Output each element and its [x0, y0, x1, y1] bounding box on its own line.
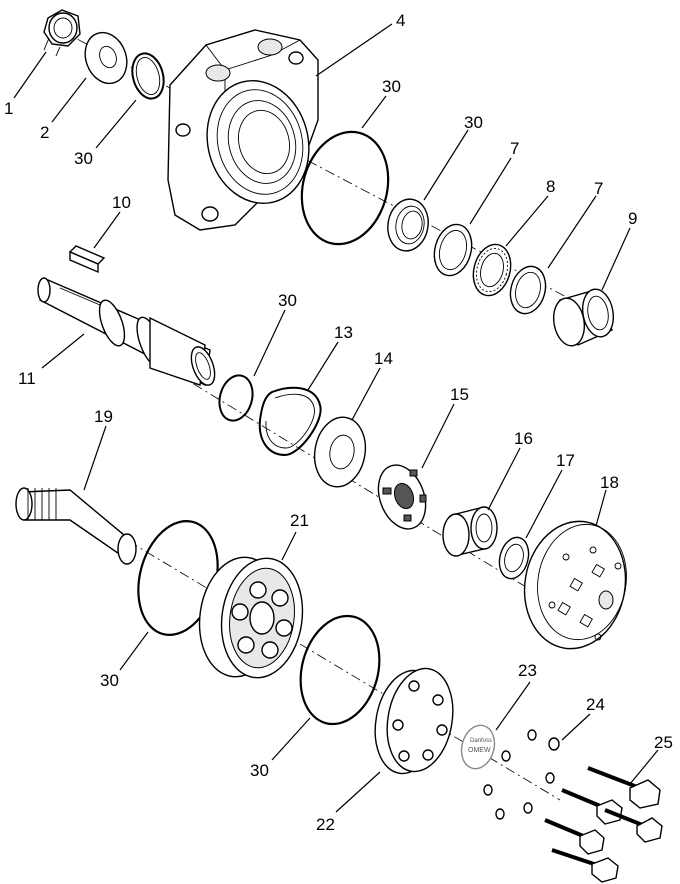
label-23: 23 — [518, 661, 537, 680]
bolt — [604, 808, 663, 843]
label-11: 11 — [18, 369, 36, 388]
part-30-oring-d — [218, 374, 254, 422]
part-7-thrust-washer-a — [433, 223, 473, 277]
part-25-bolts — [544, 766, 663, 883]
label-30: 30 — [74, 149, 93, 168]
part-21-gearwheel-set — [198, 556, 304, 679]
part-15-disc-valve — [377, 464, 427, 530]
part-9-bearing-sleeve — [552, 288, 615, 347]
label-15: 15 — [450, 385, 469, 404]
part-1-nut — [43, 9, 81, 57]
bolt — [561, 788, 623, 825]
label-30: 30 — [100, 671, 119, 690]
part-19-cardan-shaft — [15, 487, 137, 565]
label-13: 13 — [334, 323, 353, 342]
label-30: 30 — [382, 77, 401, 96]
part-23-name-plate: Danfoss OMEW — [460, 724, 496, 770]
label-30: 30 — [250, 761, 269, 780]
leader-lines — [13, 23, 659, 813]
part-13-seal — [258, 386, 322, 457]
part-labels: 1 2 30 4 30 30 7 8 7 9 10 11 30 13 14 15… — [4, 11, 673, 834]
label-17: 17 — [556, 451, 575, 470]
part-8-needle-bearing — [472, 243, 512, 297]
label-7: 7 — [510, 139, 519, 158]
part-10-key — [68, 245, 106, 274]
label-30: 30 — [278, 291, 297, 310]
label-18: 18 — [600, 473, 619, 492]
part-24-washers — [483, 729, 560, 820]
bolt — [587, 766, 661, 809]
part-16-sleeve — [442, 506, 498, 557]
label-19: 19 — [94, 407, 113, 426]
label-21: 21 — [290, 511, 309, 530]
label-24: 24 — [586, 695, 605, 714]
part-30-oring-f — [299, 614, 381, 726]
plate-model-text: OMEW — [468, 747, 491, 754]
plate-brand-text: Danfoss — [470, 738, 492, 744]
label-4: 4 — [396, 11, 405, 30]
part-11-output-shaft — [37, 277, 216, 387]
part-7-thrust-washer-b — [509, 265, 547, 315]
part-22-end-cover — [374, 667, 454, 775]
label-8: 8 — [546, 177, 555, 196]
part-30-seal — [387, 198, 429, 252]
label-2: 2 — [40, 123, 49, 142]
label-22: 22 — [316, 815, 335, 834]
label-1: 1 — [4, 99, 13, 118]
part-18-valve-housing — [523, 520, 627, 650]
label-30: 30 — [464, 113, 483, 132]
center-axes — [39, 29, 611, 801]
part-14-spacer-plate — [313, 416, 367, 488]
bolt — [551, 848, 619, 883]
part-4-housing — [167, 29, 319, 231]
label-10: 10 — [112, 193, 131, 212]
label-16: 16 — [514, 429, 533, 448]
bolt — [544, 818, 605, 855]
part-2-washer — [84, 31, 128, 85]
label-9: 9 — [628, 209, 637, 228]
label-14: 14 — [374, 349, 393, 368]
part-17-washer — [498, 536, 530, 580]
label-7: 7 — [594, 179, 603, 198]
label-25: 25 — [654, 733, 673, 752]
part-30-oring-b — [300, 130, 390, 246]
part-30-oring-a — [131, 52, 165, 100]
